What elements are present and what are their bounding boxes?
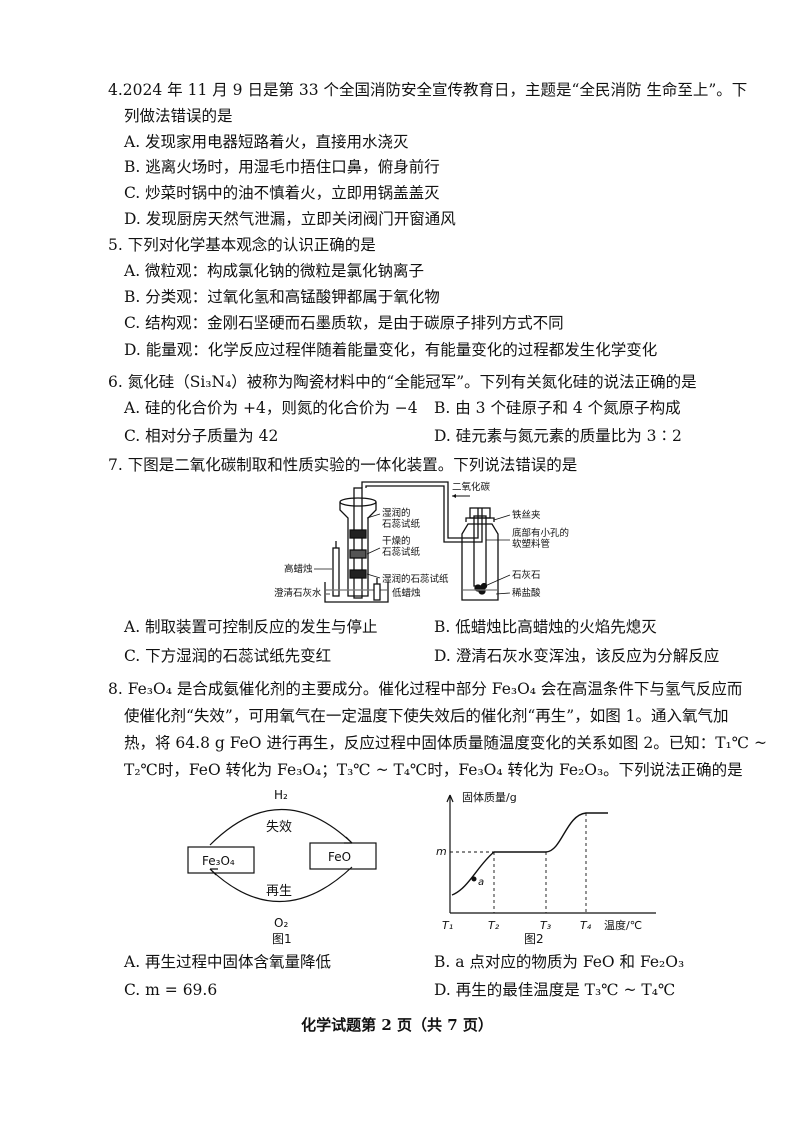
q8-stem-line2: 使催化剂“失效”，可用氧气在一定温度下使失效后的催化剂“再生”，如图 1。通入氧… [124,707,729,725]
fig1-o2: O₂ [274,916,288,930]
q5-stem: 5. 下列对化学基本观念的认识正确的是 [108,236,376,254]
label-dry-litmus-2: 石蕊试纸 [382,546,421,558]
q7-stem: 7. 下图是二氧化碳制取和性质实验的一体化装置。下列说法错误的是 [108,456,578,474]
label-iron-clamp: 铁丝夹 [512,509,541,521]
label-tall-candle: 高蜡烛 [284,563,313,575]
fig2-t3: T₃ [540,919,552,932]
q7-option-a: A. 制取装置可控制反应的发生与停止 [124,618,378,636]
fig1-deactivate: 失效 [266,820,292,835]
fig2-t4: T₄ [580,919,592,932]
fig1-regen: 再生 [266,884,292,899]
q8-stem-line1: 8. Fe₃O₄ 是合成氨催化剂的主要成分。催化过程中部分 Fe₃O₄ 会在高温… [108,680,743,698]
q4-stem-line2: 列做法错误的是 [124,107,233,125]
q8-option-b: B. a 点对应的物质为 FeO 和 Fe₂O₃ [434,953,685,971]
q6-option-a: A. 硅的化合价为 +4，则氮的化合价为 −4 [124,399,418,417]
fig1-h2: H₂ [274,788,288,802]
q6-option-c: C. 相对分子质量为 42 [124,427,279,445]
fig2-point-a: a [478,877,484,888]
label-wet-litmus-top-1: 湿润的 [382,507,411,519]
label-wet-litmus-bottom: 湿润的石蕊试纸 [382,573,449,585]
fig2-m: m [436,845,447,858]
q7-option-d: D. 澄清石灰水变浑浊，该反应为分解反应 [434,647,720,665]
fig2-caption: 图2 [524,932,544,945]
q4-option-d: D. 发现厨房天然气泄漏，立即关闭阀门开窗通风 [124,210,456,228]
q4-stem-line1: 4.2024 年 11 月 9 日是第 33 个全国消防安全宣传教育日，主题是“… [108,81,748,99]
label-wet-litmus-top-2: 石蕊试纸 [382,518,421,530]
q7-option-b: B. 低蜡烛比高蜡烛的火焰先熄灭 [434,618,657,636]
label-limewater: 澄清石灰水 [274,587,322,599]
fig2-ylabel: 固体质量/g [462,790,517,804]
label-dilute-hcl: 稀盐酸 [512,587,541,599]
q7-option-c: C. 下方湿润的石蕊试纸先变红 [124,647,332,665]
fig2-t2: T₂ [488,919,500,932]
fig1-fe3o4: Fe₃O₄ [202,854,235,868]
q5-option-d: D. 能量观：化学反应过程伴随着能量变化，有能量变化的过程都发生化学变化 [124,341,658,359]
label-co2: 二氧化碳 [452,481,491,493]
figure-2-mass-temperature: 固体质量/g m a T₁ T₂ T₃ T₄ 温度/℃ 图2 [436,790,656,945]
fig2-xlabel: 温度/℃ [604,918,642,932]
page-footer: 化学试题第 2 页（共 7 页） [301,1016,493,1034]
label-limestone: 石灰石 [512,569,541,581]
q8-option-c: C. m = 69.6 [124,981,218,999]
label-soft-tube-2: 软塑料管 [512,538,550,550]
q4-option-b: B. 逃离火场时，用湿毛巾捂住口鼻，俯身前行 [124,158,440,176]
q8-stem-line4: T₂℃时，FeO 转化为 Fe₃O₄；T₃℃ ~ T₄℃时，Fe₃O₄ 转化为 … [124,761,743,779]
q4-option-c: C. 炒菜时锅中的油不慎着火，立即用锅盖盖灭 [124,184,440,202]
q4-option-a: A. 发现家用电器短路着火，直接用水浇灭 [124,133,409,151]
co2-apparatus-figure: 湿润的 石蕊试纸 干燥的 石蕊试纸 高蜡烛 湿润的石蕊试纸 澄清石灰水 低蜡烛 … [274,481,569,603]
q5-option-c: C. 结构观：金刚石坚硬而石墨质软，是由于碳原子排列方式不同 [124,314,564,332]
label-dry-litmus-1: 干燥的 [382,535,411,547]
fig1-caption: 图1 [272,932,292,945]
q8-stem-line3: 热，将 64.8 g FeO 进行再生，反应过程中固体质量随温度变化的关系如图 … [124,734,768,752]
fig1-feo: FeO [328,850,351,864]
q5-option-b: B. 分类观：过氧化氢和高锰酸钾都属于氧化物 [124,288,440,306]
figure-1-cycle: H₂ 失效 Fe₃O₄ FeO 再生 O₂ 图1 [187,788,377,945]
label-short-candle: 低蜡烛 [392,587,421,599]
q6-option-d: D. 硅元素与氮元素的质量比为 3∶2 [434,427,682,445]
q6-option-b: B. 由 3 个硅原子和 4 个氮原子构成 [434,399,681,417]
q6-stem: 6. 氮化硅（Si₃N₄）被称为陶瓷材料中的“全能冠军”。下列有关氮化硅的说法正… [108,373,697,391]
fig2-t1: T₁ [442,919,453,932]
label-soft-tube-1: 底部有小孔的 [512,527,569,539]
q8-option-a: A. 再生过程中固体含氧量降低 [124,953,332,971]
q5-option-a: A. 微粒观：构成氯化钠的微粒是氯化钠离子 [124,262,425,280]
q8-option-d: D. 再生的最佳温度是 T₃℃ ~ T₄℃ [434,981,676,999]
